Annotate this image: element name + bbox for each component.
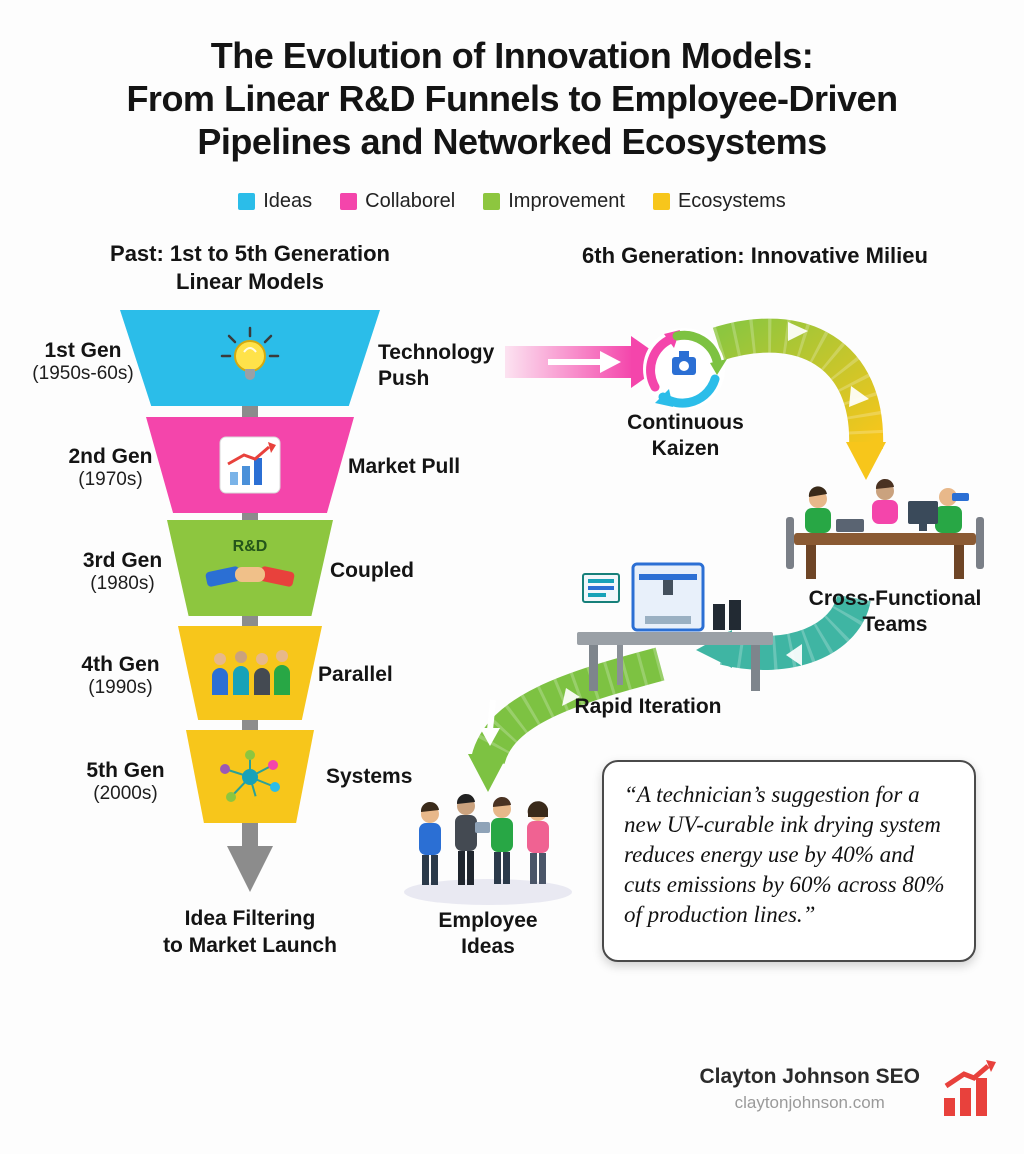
gen-years: (1980s) (90, 573, 155, 595)
model-label-market-pull: Market Pull (348, 455, 461, 478)
lightbulb-icon (220, 326, 280, 380)
model-label-coupled: Coupled (330, 559, 414, 582)
legend-item-ecosystems: Ecosystems (652, 190, 786, 213)
legend-item-collaborel: Collaborel (340, 190, 455, 213)
model-label-technology-push: Technology Push (378, 341, 495, 391)
footer-brand: Clayton Johnson SEO (699, 1065, 920, 1088)
gen-name: 3rd Gen (82, 549, 163, 572)
gen-name: 4th Gen (81, 653, 160, 676)
left-section-heading: Past: 1st to 5th Generation Linear Model… (90, 240, 410, 295)
left-heading-line-1: Past: 1st to 5th Generation (110, 241, 390, 266)
footer-website: claytonjohnson.com (734, 1093, 885, 1112)
node-label-line: Employee (438, 909, 538, 932)
gen-years: (1950s-60s) (32, 363, 134, 385)
legend-label: Improvement (508, 190, 625, 212)
node-label-line: Kaizen (651, 437, 720, 461)
rd-handshake-icon: R&D (205, 538, 295, 587)
node-label-rapid-iteration: Rapid Iteration (558, 694, 738, 720)
team-figures-icon (212, 650, 290, 695)
employee-group-illustration (398, 772, 578, 915)
node-label-line: Continuous (627, 411, 744, 434)
node-label-line: Rapid Iteration (574, 695, 722, 718)
printer-illustration (575, 558, 775, 700)
bar-chart-logo-icon (944, 1060, 996, 1116)
gen-label-5: 5th Gen (2000s) (53, 758, 198, 806)
gen-name: 1st Gen (44, 339, 122, 362)
gen-years: (2000s) (93, 783, 158, 805)
gen-label-2: 2nd Gen (1970s) (38, 444, 183, 492)
model-label-systems: Systems (326, 765, 413, 788)
legend-label: Ecosystems (677, 190, 786, 212)
funnel-stage-4th-gen (178, 626, 322, 720)
node-label-cross-functional-teams: Cross-Functional Teams (795, 586, 995, 639)
footer-text: Clayton Johnson SEO claytonjohnson.com (699, 1065, 920, 1113)
title-line-3: Pipelines and Networked Ecosystems (197, 121, 827, 163)
gen-label-1: 1st Gen (1950s-60s) (8, 338, 158, 386)
funnel-outcome: Idea Filtering to Market Launch (130, 905, 370, 960)
funnel-stage-3rd-gen: R&D (167, 520, 333, 616)
node-label-line: Cross-Functional (808, 587, 982, 610)
funnel-stage-5th-gen (186, 730, 314, 823)
node-label-line: Teams (862, 613, 928, 637)
legend-label: Collaborel (365, 190, 456, 212)
model-label-parallel: Parallel (318, 663, 393, 686)
gen-label-4: 4th Gen (1990s) (48, 652, 193, 700)
outcome-line-1: Idea Filtering (184, 907, 316, 930)
ecosystems-swatch-icon (652, 193, 670, 210)
ideas-swatch-icon (238, 193, 256, 210)
growth-chart-icon (219, 436, 281, 494)
node-label-employee-ideas: Employee Ideas (418, 908, 558, 961)
gen-name: 5th Gen (86, 759, 165, 782)
legend-item-improvement: Improvement (483, 190, 625, 213)
team-meeting-illustration (780, 455, 990, 590)
network-icon (220, 749, 280, 806)
node-label-line: Ideas (461, 935, 515, 959)
legend-label: Ideas (263, 190, 313, 212)
case-study-quote: “A technician’s suggestion for a new UV-… (602, 760, 976, 962)
footer: Clayton Johnson SEO claytonjohnson.com (699, 1060, 996, 1118)
outcome-line-2: to Market Launch (163, 934, 337, 958)
improvement-swatch-icon (483, 193, 501, 210)
title-line-1: The Evolution of Innovation Models: (210, 35, 814, 76)
page-title: The Evolution of Innovation Models: From… (0, 34, 1024, 164)
node-label-continuous-kaizen: Continuous Kaizen (608, 410, 763, 463)
gen-years: (1970s) (78, 469, 143, 491)
gen-label-3: 3rd Gen (1980s) (50, 548, 195, 596)
title-line-2: From Linear R&D Funnels to Employee-Driv… (126, 78, 898, 120)
right-section-heading: 6th Generation: Innovative Milieu (582, 243, 928, 268)
legend-item-ideas: Ideas (238, 190, 312, 213)
gen-name: 2nd Gen (68, 445, 153, 468)
funnel-stage-2nd-gen (146, 417, 354, 513)
gen-years: (1990s) (88, 677, 153, 699)
funnel-arrow-icon (227, 846, 273, 892)
rd-label: R&D (233, 538, 268, 555)
left-heading-line-2: Linear Models (176, 268, 324, 294)
legend: Ideas Collaborel Improvement Ecosystems (0, 190, 1024, 213)
collaborel-swatch-icon (340, 193, 358, 210)
funnel-stage-1st-gen (120, 310, 380, 406)
